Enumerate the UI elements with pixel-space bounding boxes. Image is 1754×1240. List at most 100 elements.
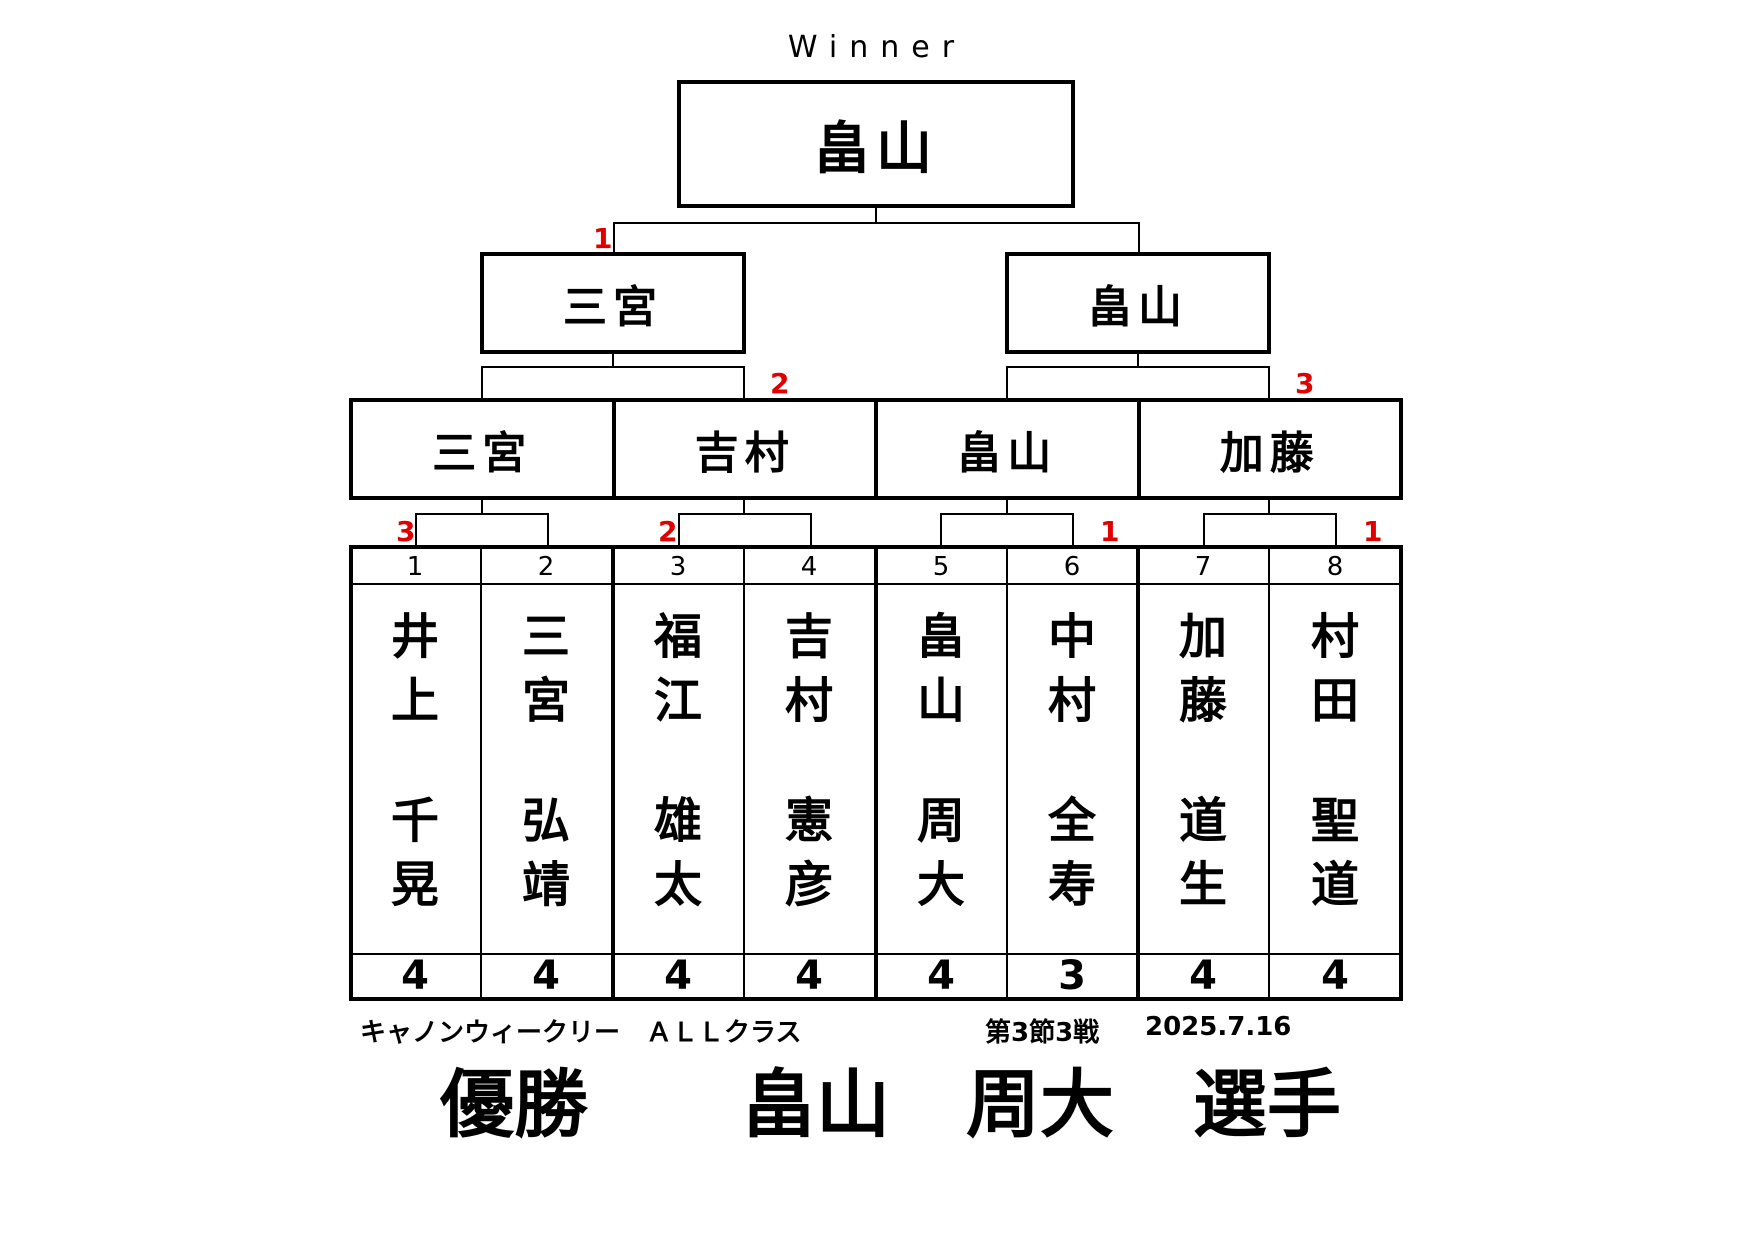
semifinal-name-right: 畠山 xyxy=(1088,282,1188,333)
connector xyxy=(481,500,483,515)
column-divider xyxy=(480,545,482,1001)
connector xyxy=(613,222,1140,224)
connector xyxy=(743,366,745,398)
player-name-char: 生 xyxy=(1178,857,1227,913)
player-name-char: 寿 xyxy=(1047,857,1096,913)
column-divider xyxy=(1136,545,1140,1001)
round1-score-3: 1 xyxy=(1100,515,1120,548)
connector xyxy=(612,354,614,368)
player-name-char: 三 xyxy=(521,609,570,665)
seed-number: 8 xyxy=(1326,552,1344,582)
player-name-char: 井 xyxy=(390,609,439,665)
player-name-char: 江 xyxy=(653,673,702,729)
player-points: 4 xyxy=(664,953,692,999)
semifinal-box-left: 三宮 xyxy=(480,252,746,354)
connector xyxy=(1335,513,1337,549)
connector xyxy=(481,366,745,368)
connector xyxy=(1006,366,1270,368)
connector xyxy=(1006,500,1008,515)
connector xyxy=(743,500,745,515)
player-name-char: 憲 xyxy=(784,793,833,849)
final-winner-box: 畠山 xyxy=(677,80,1075,208)
player-name-char: 周 xyxy=(916,793,965,849)
seed-number: 4 xyxy=(800,552,818,582)
player-points: 4 xyxy=(1321,953,1349,999)
seed-number: 7 xyxy=(1194,552,1212,582)
player-name-char: 道 xyxy=(1178,793,1227,849)
column-divider xyxy=(1006,545,1008,1001)
player-name-char: 畠 xyxy=(916,609,965,665)
player-points: 4 xyxy=(532,953,560,999)
player-name-char: 弘 xyxy=(521,793,570,849)
player-column-1: 1 井 上 千 晃 4 xyxy=(350,549,480,999)
quarterfinal-name-2: 吉村 xyxy=(694,428,795,479)
seed-number: 3 xyxy=(669,552,687,582)
player-points: 4 xyxy=(1189,953,1217,999)
column-divider xyxy=(611,545,615,1001)
player-points: 4 xyxy=(795,953,823,999)
connector xyxy=(613,222,615,252)
event-name: キャノンウィークリー ＡＬＬクラス xyxy=(360,1018,802,1048)
player-name-char: 太 xyxy=(653,857,702,913)
player-points: 4 xyxy=(927,953,955,999)
column-divider xyxy=(743,545,745,1001)
connector xyxy=(1203,513,1205,549)
player-name-char: 上 xyxy=(390,673,439,729)
quarterfinal-cell-2: 吉村 xyxy=(616,402,878,496)
player-name-char: 宮 xyxy=(521,673,570,729)
player-name-char: 村 xyxy=(784,673,833,729)
connector xyxy=(1137,354,1139,368)
player-name-char: 山 xyxy=(916,673,965,729)
player-name-char: 道 xyxy=(1310,857,1359,913)
semifinal-name-left: 三宮 xyxy=(563,282,663,333)
player-column-6: 6 中 村 全 寿 3 xyxy=(1007,549,1137,999)
champion-given-name: 周大 xyxy=(966,1062,1114,1148)
quarterfinal-name-1: 三宮 xyxy=(432,428,533,479)
connector xyxy=(547,513,549,549)
seed-number: 2 xyxy=(537,552,555,582)
champion-surname: 畠山 xyxy=(742,1062,890,1148)
connector xyxy=(940,513,1074,515)
connector xyxy=(678,513,812,515)
player-name-char: 中 xyxy=(1047,609,1096,665)
player-column-4: 4 吉 村 憲 彦 4 xyxy=(744,549,874,999)
seed-number: 5 xyxy=(932,552,950,582)
player-points: 3 xyxy=(1058,953,1086,999)
connector xyxy=(415,513,549,515)
player-name-char: 千 xyxy=(390,793,439,849)
player-name-char: 村 xyxy=(1047,673,1096,729)
final-winner-name: 畠山 xyxy=(814,116,938,182)
quarterfinal-cell-1: 三宮 xyxy=(353,402,616,496)
player-name-char: 加 xyxy=(1178,609,1227,665)
connector xyxy=(1006,366,1008,398)
semifinal-score-1: 1 xyxy=(593,222,613,255)
seed-number: 6 xyxy=(1063,552,1081,582)
connector xyxy=(415,513,417,549)
player-name-char: 彦 xyxy=(784,857,833,913)
column-divider xyxy=(874,545,878,1001)
player-name-char: 晃 xyxy=(390,857,439,913)
player-points: 4 xyxy=(401,953,429,999)
winner-label: Winner xyxy=(787,30,967,65)
round1-score-2: 2 xyxy=(658,515,678,548)
connector xyxy=(481,366,483,398)
semifinal-box-right: 畠山 xyxy=(1005,252,1271,354)
round1-score-4: 1 xyxy=(1363,515,1383,548)
champion-label: 優勝 xyxy=(440,1062,588,1148)
quarterfinal-row: 三宮 吉村 畠山 加藤 xyxy=(349,398,1403,500)
connector xyxy=(1268,500,1270,515)
player-name-char: 全 xyxy=(1047,793,1096,849)
player-name-char: 吉 xyxy=(784,609,833,665)
player-column-5: 5 畠 山 周 大 4 xyxy=(876,549,1006,999)
quarterfinal-score-2: 3 xyxy=(1295,367,1315,400)
connector xyxy=(1138,222,1140,252)
quarterfinal-score-1: 2 xyxy=(770,367,790,400)
quarterfinal-name-3: 畠山 xyxy=(957,428,1058,479)
player-name-char: 聖 xyxy=(1310,793,1359,849)
connector xyxy=(1268,366,1270,398)
connector xyxy=(1203,513,1337,515)
connector xyxy=(1072,513,1074,549)
column-divider xyxy=(1268,545,1270,1001)
player-column-2: 2 三 宮 弘 靖 4 xyxy=(481,549,611,999)
player-name-char: 大 xyxy=(916,857,965,913)
